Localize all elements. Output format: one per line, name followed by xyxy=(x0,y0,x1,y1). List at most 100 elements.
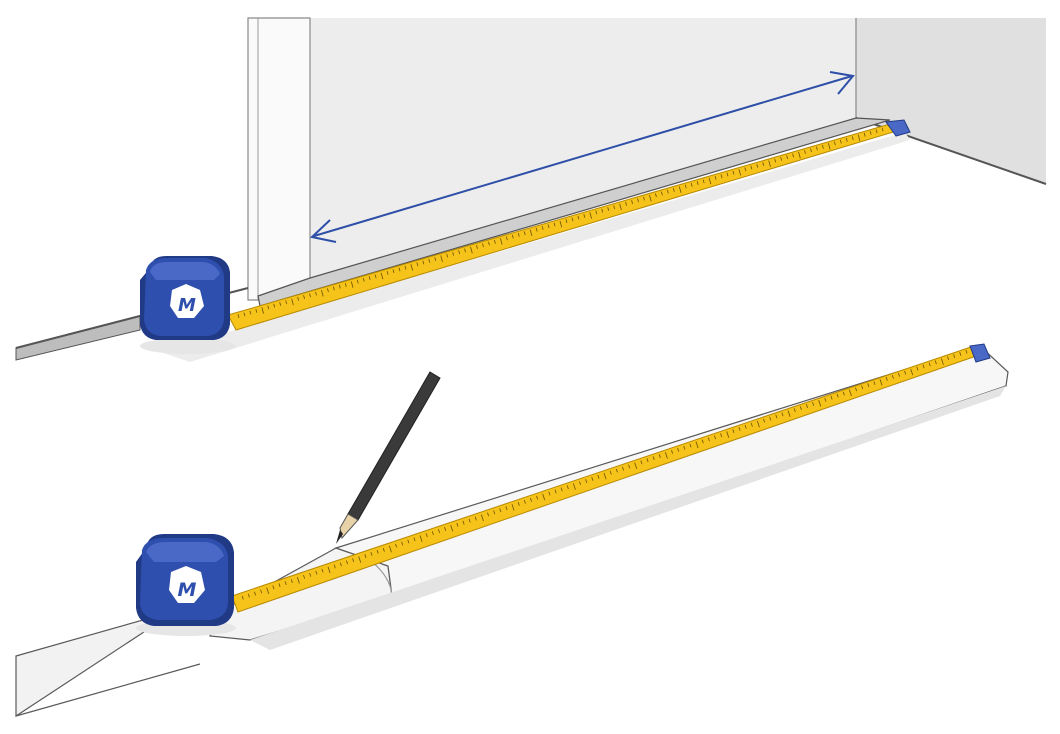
tape-tick xyxy=(404,265,407,270)
tape-tick xyxy=(690,182,693,187)
tape-tick xyxy=(879,379,883,386)
tape-tick xyxy=(395,543,398,548)
tape-tick xyxy=(836,393,839,398)
tape-tick xyxy=(891,374,894,379)
tape-tick xyxy=(333,564,336,569)
tape-tick xyxy=(649,194,652,202)
tape-tick xyxy=(585,479,588,483)
tape-tick xyxy=(273,303,276,308)
tape-tick xyxy=(583,213,586,218)
tape-tick xyxy=(407,539,410,544)
tape-tick xyxy=(845,137,848,142)
tape-tick xyxy=(499,508,502,513)
tape-tick xyxy=(885,377,888,381)
tape-tick xyxy=(619,203,622,211)
tape-tick xyxy=(833,141,836,146)
tape-tick xyxy=(272,585,275,590)
tape-hook-top xyxy=(885,119,911,137)
tape-tick xyxy=(827,143,831,150)
tape-tick xyxy=(839,139,842,144)
tape-tick xyxy=(530,497,532,502)
tape-measure-icon: M xyxy=(140,256,236,354)
tape-tick xyxy=(869,131,872,135)
tape-tick xyxy=(750,422,753,427)
tape-tick xyxy=(720,174,723,179)
tape-tick xyxy=(315,570,318,575)
tape-tick xyxy=(898,372,900,377)
tape-tick xyxy=(380,272,384,280)
tape-tick xyxy=(787,410,791,417)
tape-tick xyxy=(822,144,824,149)
tape-tick xyxy=(622,466,624,471)
floor-strip-edge xyxy=(15,663,201,717)
tape-tick xyxy=(666,189,669,194)
tape-tick xyxy=(577,215,580,220)
tape-tick xyxy=(410,264,414,271)
tape-tick xyxy=(352,558,355,563)
tape-tick xyxy=(775,414,778,419)
tape-tick xyxy=(953,354,956,358)
tape-tick xyxy=(780,156,783,161)
tape-tick xyxy=(285,300,288,305)
tape-tick xyxy=(458,250,461,255)
tape-tick xyxy=(523,231,526,236)
tape-tick xyxy=(327,288,329,293)
tape-tick xyxy=(487,512,490,517)
tape-tick xyxy=(309,572,312,577)
tape-tick xyxy=(243,312,246,317)
tape-tick xyxy=(810,148,812,153)
tape-tick xyxy=(321,568,324,573)
tape-tick xyxy=(672,188,675,192)
tape-tick xyxy=(297,296,299,301)
tape-tick xyxy=(278,583,281,588)
tape-tick xyxy=(425,533,428,538)
tape-tick xyxy=(959,352,962,356)
tape-tick xyxy=(677,447,680,452)
tape-tick xyxy=(237,314,240,318)
tape-tick xyxy=(591,477,594,481)
tape-tick xyxy=(830,395,833,400)
tape-tick xyxy=(744,424,747,429)
tape-tick xyxy=(416,262,419,267)
tape-tick xyxy=(603,472,607,480)
tape-tick xyxy=(535,227,538,232)
tape-tick xyxy=(695,441,699,449)
tape-tick xyxy=(356,279,359,284)
floor-strip xyxy=(15,617,151,718)
brand-letter-top: M xyxy=(178,295,196,316)
tape-tick xyxy=(756,420,760,428)
tape-tick xyxy=(241,595,244,600)
tape-tick xyxy=(804,150,806,154)
tape-tick xyxy=(664,452,668,459)
back-wall xyxy=(310,18,856,280)
tape-tick xyxy=(631,200,633,204)
tape-tick xyxy=(671,449,674,454)
tape-tick xyxy=(762,162,765,166)
tape-tick xyxy=(786,155,789,160)
tape-tick xyxy=(499,238,503,245)
tape-tick xyxy=(768,160,771,167)
tape-tick xyxy=(332,286,335,291)
tape-tick xyxy=(434,257,437,261)
tape-tick xyxy=(388,545,392,553)
tape-tick xyxy=(291,298,294,306)
tape-tick xyxy=(398,267,401,272)
tape-tick xyxy=(910,368,914,376)
tape-tick xyxy=(444,527,447,531)
tape-tick xyxy=(655,193,657,198)
baseboard-left xyxy=(15,315,141,361)
tape-tick xyxy=(547,224,550,229)
tape-tick xyxy=(303,574,306,579)
tape-tick xyxy=(818,399,822,407)
tape-tick xyxy=(597,474,600,479)
tape-tick xyxy=(338,284,341,289)
tape-tick xyxy=(714,175,717,180)
tape-tick xyxy=(452,251,455,256)
tape-tick xyxy=(254,591,256,596)
tape-tick xyxy=(732,429,735,433)
tape-tick xyxy=(607,207,610,211)
tape-tick xyxy=(401,541,404,546)
tape-blade-bottom xyxy=(231,345,983,613)
tape-tick xyxy=(708,177,712,185)
tape-tick xyxy=(714,435,716,440)
